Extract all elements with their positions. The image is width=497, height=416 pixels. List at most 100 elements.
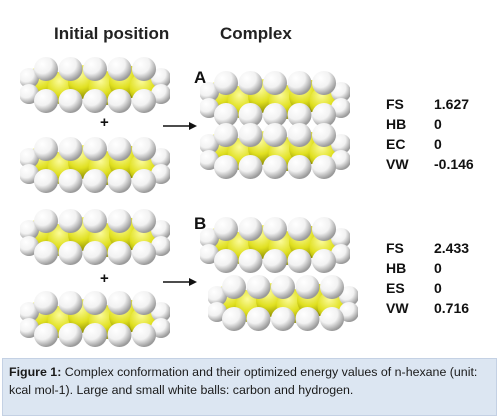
hydrogen-atom bbox=[214, 71, 238, 95]
hydrogen-atom bbox=[320, 307, 344, 331]
heading-complex: Complex bbox=[220, 24, 292, 43]
hydrogen-atom bbox=[107, 209, 132, 233]
panel-letter-b: B bbox=[194, 214, 207, 233]
hydrogen-atom bbox=[34, 323, 58, 347]
hydrogen-atom bbox=[58, 169, 83, 193]
panel-letter-a: A bbox=[194, 68, 207, 87]
hydrogen-atom bbox=[331, 228, 350, 248]
caption-label: Figure 1: bbox=[9, 365, 62, 379]
hydrogen-atom bbox=[312, 123, 336, 147]
hydrogen-atom bbox=[83, 89, 107, 113]
hydrogen-atom bbox=[132, 291, 156, 315]
hydrogen-atom bbox=[238, 155, 263, 179]
hydrogen-atom bbox=[58, 137, 83, 161]
hydrogen-atom bbox=[263, 123, 287, 147]
molecule-b-complex-bottom bbox=[208, 275, 358, 331]
hydrogen-atom bbox=[214, 103, 238, 127]
hydrogen-atom bbox=[83, 209, 107, 233]
hydrogen-atom bbox=[238, 249, 263, 273]
energy-key: HB bbox=[386, 116, 407, 132]
hydrogen-atom bbox=[312, 249, 336, 273]
hydrogen-atom bbox=[238, 217, 263, 241]
molecule-a-initial-top bbox=[20, 57, 170, 113]
hydrogen-atom bbox=[58, 241, 83, 265]
plus-sign-b: + bbox=[100, 270, 109, 287]
hydrogen-atom bbox=[20, 302, 39, 322]
hydrogen-atom bbox=[320, 275, 344, 299]
arrow-icon-b bbox=[163, 278, 197, 286]
hydrogen-atom bbox=[263, 103, 287, 127]
hydrogen-atom bbox=[58, 291, 83, 315]
hydrogen-atom bbox=[107, 89, 132, 113]
hydrogen-atom bbox=[263, 71, 287, 95]
hydrogen-atom bbox=[83, 323, 107, 347]
hydrogen-atom bbox=[271, 275, 295, 299]
energy-row: FS 2.433 bbox=[386, 238, 494, 258]
hydrogen-atom bbox=[34, 291, 58, 315]
hydrogen-atom bbox=[132, 169, 156, 193]
hydrogen-atom bbox=[20, 220, 39, 240]
hydrogen-atom bbox=[208, 286, 227, 306]
hydrogen-atom bbox=[287, 123, 312, 147]
hydrogen-atom bbox=[263, 217, 287, 241]
hydrogen-atom bbox=[214, 249, 238, 273]
hydrogen-atom bbox=[214, 217, 238, 241]
hydrogen-atom bbox=[295, 307, 320, 331]
hydrogen-atom bbox=[331, 134, 350, 154]
hydrogen-atom bbox=[214, 123, 238, 147]
hydrogen-atom bbox=[34, 241, 58, 265]
hydrogen-atom bbox=[287, 103, 312, 127]
hydrogen-atom bbox=[200, 134, 219, 154]
energy-key: ES bbox=[386, 280, 405, 296]
hydrogen-atom bbox=[107, 57, 132, 81]
hydrogen-atom bbox=[151, 68, 170, 88]
molecule-a-initial-bottom bbox=[20, 137, 170, 193]
energy-value: 2.433 bbox=[434, 240, 470, 256]
energy-value: 0 bbox=[434, 260, 442, 276]
hydrogen-atom bbox=[238, 123, 263, 147]
energy-key: FS bbox=[386, 240, 404, 256]
hydrogen-atom bbox=[107, 137, 132, 161]
hydrogen-atom bbox=[34, 209, 58, 233]
hydrogen-atom bbox=[34, 169, 58, 193]
hydrogen-atom bbox=[312, 217, 336, 241]
hydrogen-atom bbox=[246, 307, 271, 331]
energy-key: VW bbox=[386, 156, 409, 172]
energy-key: FS bbox=[386, 96, 404, 112]
hydrogen-atom bbox=[287, 217, 312, 241]
arrow-icon-a bbox=[163, 122, 197, 130]
hydrogen-atom bbox=[331, 82, 350, 102]
hydrogen-atom bbox=[200, 82, 219, 102]
hydrogen-atom bbox=[200, 228, 219, 248]
hydrogen-atom bbox=[132, 137, 156, 161]
hydrogen-atom bbox=[58, 209, 83, 233]
hydrogen-atom bbox=[107, 323, 132, 347]
hydrogen-atom bbox=[295, 275, 320, 299]
hydrogen-atom bbox=[34, 89, 58, 113]
energy-key: VW bbox=[386, 300, 409, 316]
hydrogen-atom bbox=[263, 249, 287, 273]
hydrogen-atom bbox=[151, 220, 170, 240]
hydrogen-atom bbox=[132, 241, 156, 265]
hydrogen-atom bbox=[151, 302, 170, 322]
hydrogen-atom bbox=[34, 57, 58, 81]
hydrogen-atom bbox=[271, 307, 295, 331]
hydrogen-atom bbox=[238, 71, 263, 95]
hydrogen-atom bbox=[20, 148, 39, 168]
hydrogen-atom bbox=[132, 323, 156, 347]
hydrogen-atom bbox=[58, 89, 83, 113]
hydrogen-atom bbox=[246, 275, 271, 299]
molecule-b-initial-bottom bbox=[20, 291, 170, 347]
hydrogen-atom bbox=[107, 169, 132, 193]
hydrogen-atom bbox=[312, 71, 336, 95]
hydrogen-atom bbox=[107, 291, 132, 315]
energy-value: 0 bbox=[434, 280, 442, 296]
